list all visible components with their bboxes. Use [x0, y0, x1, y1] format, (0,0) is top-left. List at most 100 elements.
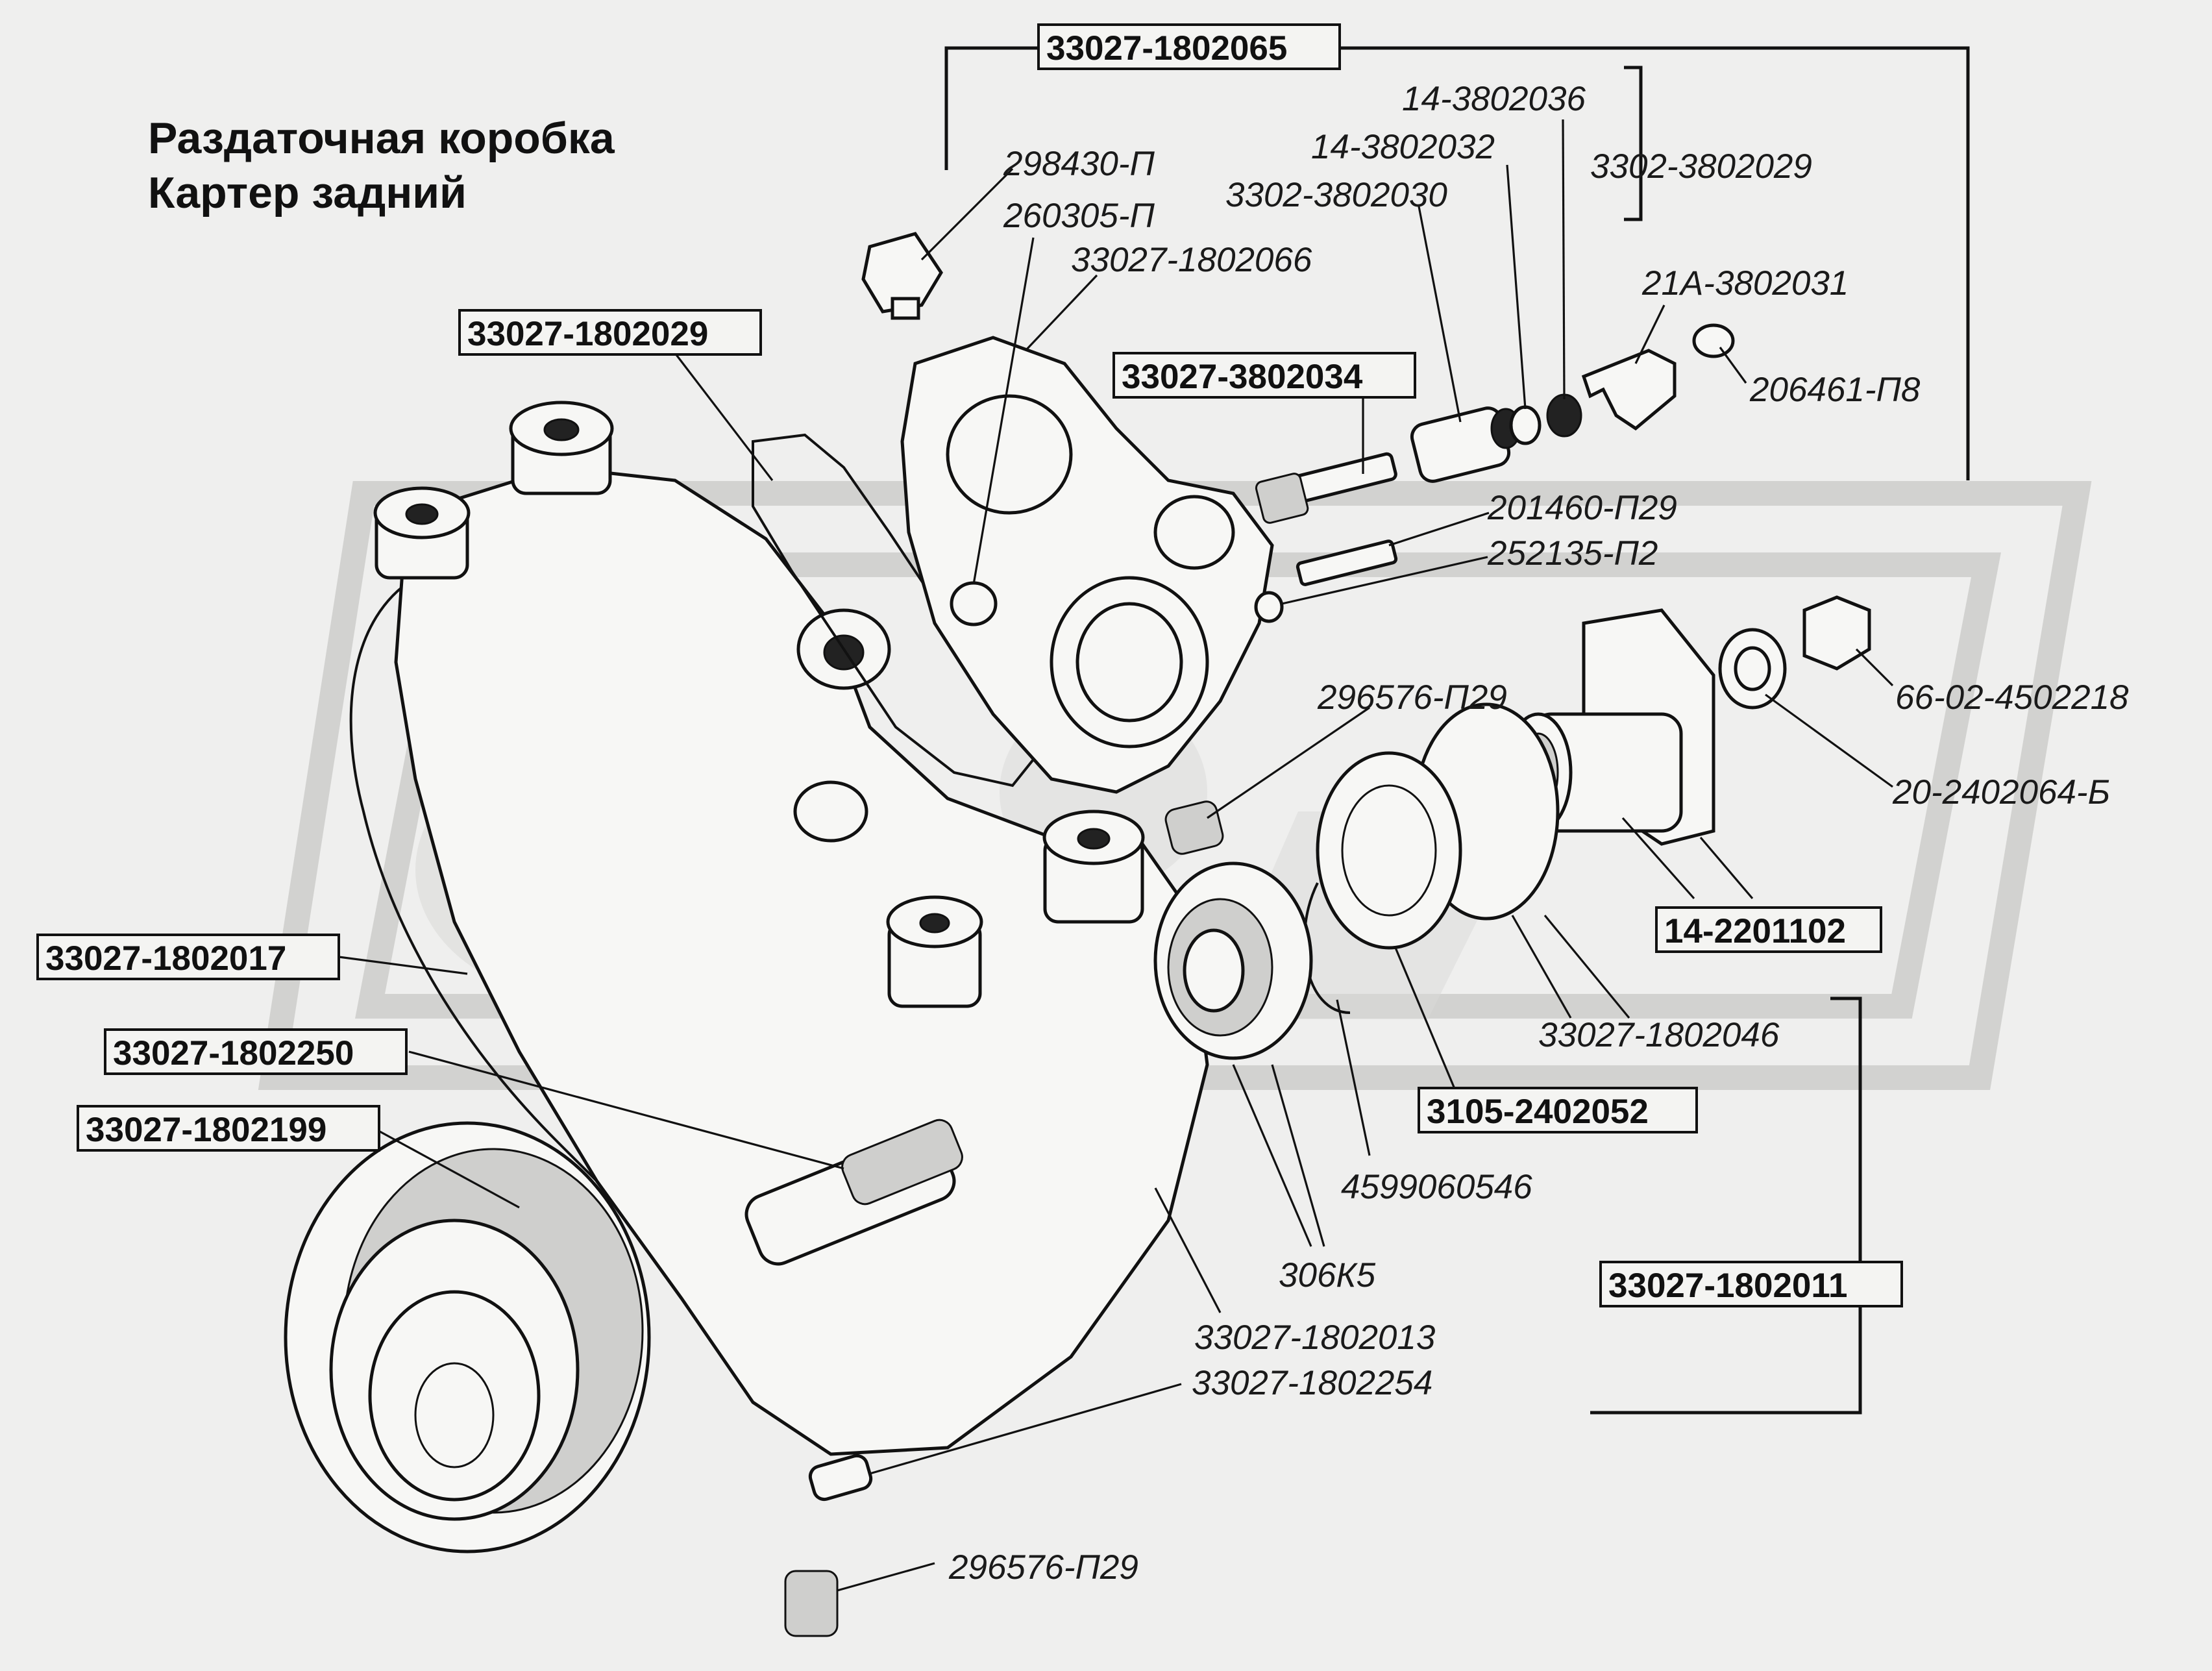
breather-thread — [891, 297, 920, 320]
label-box-33027-3802034 — [1112, 352, 1416, 399]
label-206461-p8: 206461-П8 — [1749, 371, 1921, 409]
label-3302-3802030: 3302-3802030 — [1225, 176, 1447, 214]
driven-gear — [1255, 473, 1309, 524]
label-20-2402064-b: 20-2402064-Б — [1892, 773, 2110, 811]
label-33027-1802017: 33027-1802017 — [45, 939, 286, 978]
label-33027-1802013: 33027-1802013 — [1194, 1318, 1436, 1357]
label-33027-1802066: 33027-1802066 — [1071, 241, 1312, 279]
cover-window — [946, 394, 1073, 515]
bolt-206461-p8 — [1692, 323, 1735, 358]
housing-port-hole — [823, 634, 865, 671]
lead-33027-1802029 — [674, 353, 774, 481]
label-252135-p2: 252135-П2 — [1487, 534, 1658, 573]
lead-33027-1802066 — [1024, 274, 1098, 352]
label-296576-p29-top: 296576-П29 — [1317, 678, 1507, 717]
lead-3302-3802030 — [1418, 206, 1462, 423]
lead-306k5-b — [1271, 1064, 1325, 1247]
label-306k5: 306К5 — [1279, 1256, 1376, 1294]
housing-gasket — [752, 433, 1040, 787]
plug-296576-p29-bottom — [784, 1570, 839, 1637]
lead-296576-p29-top — [1207, 706, 1370, 819]
label-box-14-2201102 — [1655, 906, 1882, 953]
nut-66-02-4502218 — [1802, 595, 1871, 671]
title-line-1: Раздаточная коробка — [148, 114, 615, 163]
lead-33027-1802046-a — [1511, 915, 1572, 1019]
cover-ring-inner — [1075, 602, 1183, 723]
label-298430-p: 298430-П — [1003, 145, 1155, 183]
seal-lip — [1341, 784, 1437, 917]
diagram-title: Раздаточная коробка Картер задний — [148, 114, 615, 217]
seal-14-3802036 — [1546, 393, 1582, 438]
label-3105-2402052: 3105-2402052 — [1427, 1093, 1649, 1131]
housing-boss-1-hole — [543, 418, 580, 441]
label-box-33027-1802029 — [458, 309, 762, 356]
part-labels: 33027-1802065 14-3802036 14-3802032 3302… — [36, 23, 2129, 1587]
label-box-33027-1802017 — [36, 934, 340, 980]
label-box-3105-2402052 — [1418, 1087, 1698, 1133]
lead-33027-1802199 — [373, 1127, 520, 1209]
plug-296576-p29-top — [1164, 800, 1224, 855]
label-260305-p: 260305-П — [1003, 197, 1155, 235]
housing-boss-4-hole — [919, 913, 950, 934]
label-33027-1802029: 33027-1802029 — [467, 315, 708, 353]
bracket-33027-1802065-right — [1341, 46, 1970, 480]
bolt-201460-p29 — [1296, 539, 1398, 586]
bracket-33027-1802011 — [1590, 996, 1862, 1415]
lead-21a-3802031 — [1634, 304, 1665, 364]
label-21a-3802031: 21А-3802031 — [1641, 264, 1849, 303]
lead-33027-1802017 — [338, 956, 468, 975]
housing-plug-port — [793, 780, 868, 843]
label-33027-1802199: 33027-1802199 — [86, 1111, 326, 1149]
label-14-3802036: 14-3802036 — [1402, 80, 1586, 118]
lead-14-3802036 — [1562, 119, 1566, 400]
title-line-2: Картер задний — [148, 168, 467, 217]
cover-boss — [1153, 495, 1235, 570]
label-3302-3802029: 3302-3802029 — [1590, 147, 1812, 186]
label-66-02-4502218: 66-02-4502218 — [1895, 678, 2129, 717]
washer-inner — [1734, 646, 1771, 691]
bracket-3302-3802029 — [1624, 66, 1643, 221]
lead-14-3802032 — [1506, 164, 1527, 410]
lead-66-02-4502218 — [1855, 648, 1894, 687]
rear-housing — [394, 465, 1209, 1456]
lead-14-2201102-a — [1621, 817, 1695, 900]
lead-260305-p — [972, 237, 1035, 585]
drive-gear-bore — [414, 1362, 495, 1468]
lead-252135-p2 — [1281, 556, 1488, 605]
label-33027-3802034: 33027-3802034 — [1122, 358, 1363, 396]
lead-206461-p8 — [1719, 347, 1747, 384]
label-14-3802032: 14-3802032 — [1311, 128, 1495, 166]
lead-296576-p29-bottom — [837, 1562, 935, 1592]
label-33027-1802254: 33027-1802254 — [1192, 1364, 1432, 1402]
label-box-33027-1802199 — [77, 1105, 380, 1152]
label-box-33027-1802065 — [1037, 23, 1341, 70]
leader-lines — [338, 46, 1970, 1592]
lead-33027-1802046-b — [1543, 914, 1630, 1019]
label-33027-1802046: 33027-1802046 — [1538, 1016, 1780, 1054]
label-201460-p29: 201460-П29 — [1487, 489, 1677, 527]
lead-3105-2402052 — [1394, 947, 1458, 1094]
label-33027-1802250: 33027-1802250 — [113, 1034, 354, 1072]
label-33027-1802065: 33027-1802065 — [1046, 29, 1287, 68]
lead-20-2402064-b — [1765, 693, 1893, 788]
housing-boss-2-hole — [405, 503, 439, 525]
pin-33027-1802254 — [808, 1454, 873, 1502]
lead-306k5-a — [1232, 1064, 1312, 1247]
lead-33027-1802254 — [869, 1383, 1182, 1475]
label-box-33027-1802011 — [1599, 1261, 1903, 1307]
bracket-33027-1802065 — [944, 46, 1038, 170]
label-box-33027-1802250 — [104, 1028, 408, 1075]
breather-298430-p — [861, 232, 943, 314]
lead-14-2201102-b — [1699, 836, 1754, 900]
housing-boss-3-hole — [1077, 828, 1111, 850]
label-4599060546: 4599060546 — [1341, 1168, 1532, 1206]
washer-14-3802032 — [1509, 405, 1542, 445]
label-14-2201102: 14-2201102 — [1664, 912, 1846, 950]
lead-4599060546 — [1336, 999, 1371, 1156]
washer-252135-p2 — [1254, 591, 1284, 623]
label-33027-1802011: 33027-1802011 — [1608, 1267, 1847, 1305]
lead-201460-p29 — [1388, 512, 1490, 547]
output-shaft-splines — [841, 1119, 963, 1206]
label-296576-p29-bottom: 296576-П29 — [948, 1548, 1138, 1587]
